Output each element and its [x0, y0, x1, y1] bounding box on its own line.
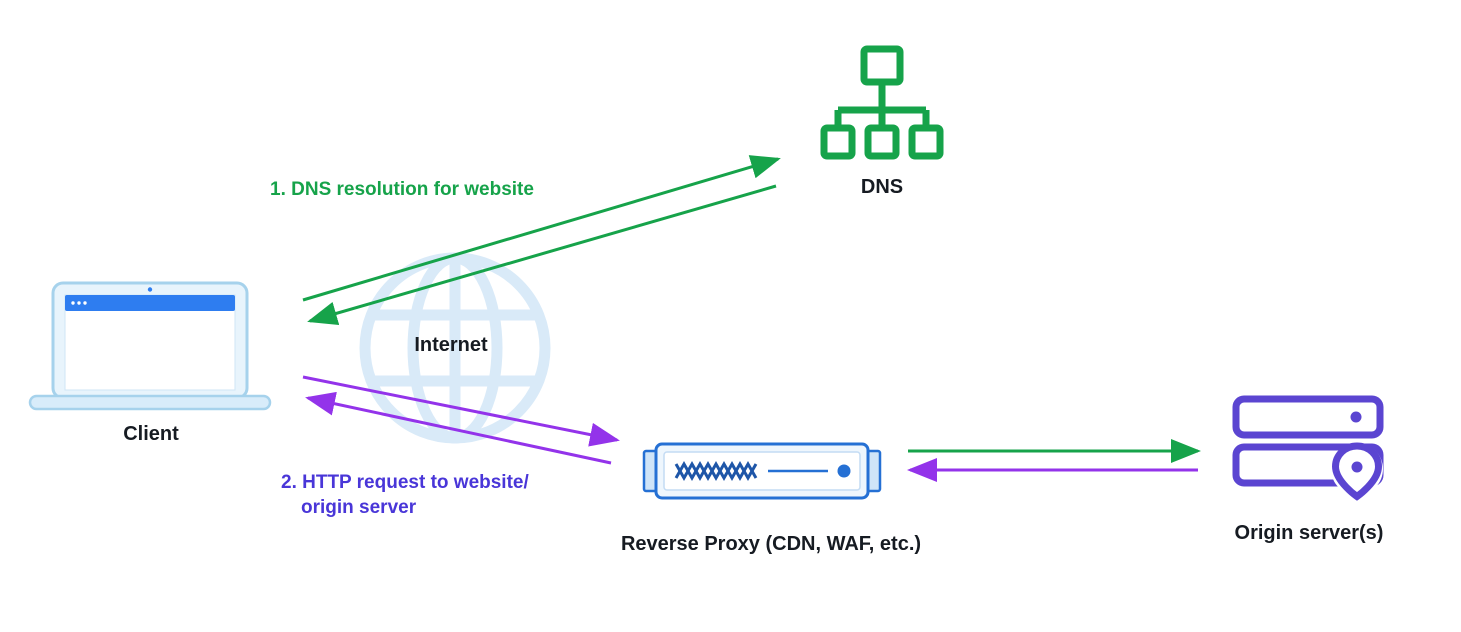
dns-resolution-flow-label: 1. DNS resolution for website: [270, 179, 534, 200]
location-pin-icon: [1331, 442, 1383, 501]
http-response-arrow: [305, 391, 612, 465]
dns-label: DNS: [860, 176, 904, 198]
client-laptop-icon: [28, 281, 272, 411]
http-request-flow-label-line2: origin server: [301, 497, 417, 518]
origin-servers-icon: [1232, 395, 1384, 501]
dns-response-arrow: [307, 184, 777, 326]
http-request-arrow: [302, 375, 620, 447]
http-request-flow-label: 2. HTTP request to website/ origin serve…: [281, 470, 529, 520]
reverse-proxy-label: Reverse Proxy (CDN, WAF, etc.): [620, 533, 922, 555]
reverse-proxy-icon: [642, 442, 882, 500]
internet-label: Internet: [414, 334, 488, 356]
dns-query-arrow: [302, 155, 781, 302]
origin-servers-label: Origin server(s): [1234, 522, 1384, 544]
client-label: Client: [123, 423, 179, 445]
internet-globe-icon: [359, 252, 551, 444]
dns-icon: [820, 45, 944, 160]
http-request-flow-label-line1: 2. HTTP request to website/: [281, 472, 529, 493]
